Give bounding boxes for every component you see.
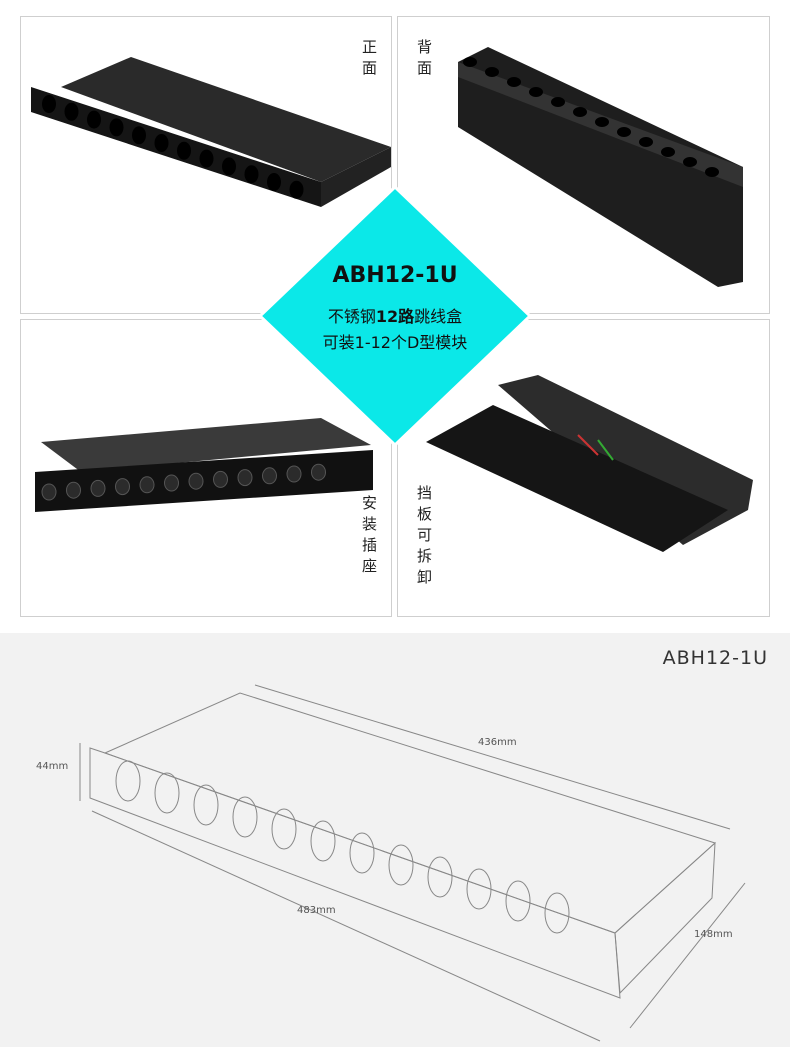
connector-hole [683, 157, 697, 167]
connector-hole [289, 180, 304, 199]
badge-line-1: 不锈钢12路跳线盒 [327, 307, 463, 326]
sockets-view-label: 安装插座 [360, 495, 378, 579]
product-badge: ABH12-1U 不锈钢12路跳线盒 可装1-12个D型模块 [258, 185, 532, 447]
connector-hole [154, 772, 180, 814]
connector-hole [41, 483, 57, 501]
dim-height: 44mm [36, 761, 69, 772]
connector-hole [349, 832, 375, 874]
connector-hole [42, 95, 56, 113]
drawing-model: ABH12-1U [662, 647, 768, 669]
back-view-image [458, 47, 743, 287]
connector-hole [199, 149, 214, 168]
connector-hole [485, 67, 499, 77]
connector-hole [244, 165, 259, 184]
connector-hole [388, 844, 414, 886]
connector-hole [132, 126, 146, 145]
connector-hole [66, 481, 81, 499]
connector-hole [311, 463, 326, 481]
connector-hole [115, 760, 141, 802]
badge-model: ABH12-1U [332, 263, 458, 288]
connector-hole [177, 141, 191, 160]
connector-hole [222, 157, 236, 176]
connector-hole [109, 118, 124, 137]
connector-hole [529, 87, 543, 97]
connector-hole [64, 102, 79, 121]
connector-hole [237, 469, 253, 487]
sockets-view-image [35, 418, 373, 512]
connector-hole [310, 820, 336, 862]
connector-hole [551, 97, 565, 107]
connector-hole [154, 134, 169, 152]
connector-hole [507, 77, 521, 87]
connector-hole [90, 479, 106, 497]
connector-hole [463, 57, 477, 67]
connector-hole [573, 107, 587, 117]
connector-hole [262, 467, 277, 485]
front-view-label: 正面 [360, 39, 378, 81]
connector-hole [286, 465, 302, 483]
connector-hole [139, 476, 155, 494]
front-view-panel: 正面 [20, 16, 392, 314]
connector-hole [164, 474, 179, 492]
dim-depth: 148mm [694, 929, 733, 940]
connector-hole [232, 796, 258, 838]
connector-hole [661, 147, 675, 157]
dimension-drawing: ABH12-1U 44mm 436mm 483mm 148mm [0, 633, 790, 1047]
cover-view-image [426, 375, 753, 552]
connector-hole [267, 173, 281, 191]
connector-hole [466, 868, 492, 910]
back-view-panel: 背面 [397, 16, 770, 314]
connector-hole [115, 478, 130, 496]
connector-hole [617, 127, 631, 137]
connector-hole [188, 472, 204, 490]
connector-hole [213, 470, 228, 488]
connector-hole [639, 137, 653, 147]
dim-depth-top: 436mm [478, 737, 517, 748]
front-view-image [31, 57, 391, 207]
badge-line-2: 可装1-12个D型模块 [322, 333, 468, 352]
dim-width: 483mm [297, 905, 336, 916]
connector-hole [271, 808, 297, 850]
connector-hole [705, 167, 719, 177]
rack-line-drawing [79, 684, 746, 1042]
cover-view-label: 挡板可拆卸 [415, 485, 433, 590]
connector-hole [193, 784, 219, 826]
connector-hole [595, 117, 609, 127]
connector-hole [505, 880, 531, 922]
connector-hole [544, 892, 570, 934]
back-view-label: 背面 [415, 39, 433, 81]
connector-hole [427, 856, 453, 898]
connector-hole [87, 110, 101, 129]
